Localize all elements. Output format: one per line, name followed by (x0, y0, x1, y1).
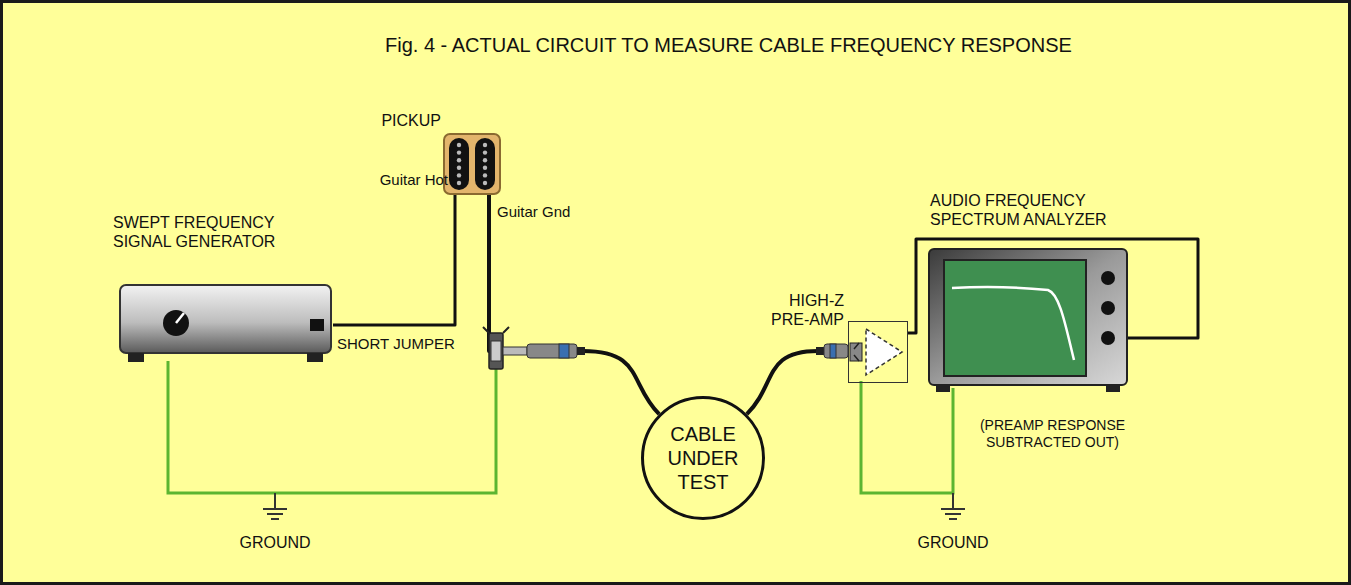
wire-label: Guitar Hot (363, 171, 448, 189)
pole-piece (483, 166, 487, 170)
node-heading: AUDIO FREQUENCY SPECTRUM ANALYZER (930, 191, 1108, 229)
pole-piece (457, 150, 461, 154)
wire-label: Guitar Gnd (497, 203, 587, 221)
ground-wires (168, 361, 953, 493)
node-heading: CABLE UNDER TEST (657, 422, 749, 494)
pole-piece (483, 150, 487, 154)
cable-plug (816, 344, 848, 358)
signal-wire (333, 195, 455, 325)
signal-wire (489, 195, 659, 414)
pole-piece (457, 143, 461, 147)
ground-label: GROUND (225, 533, 325, 552)
figure-title: Fig. 4 - ACTUAL CIRCUIT TO MEASURE CABLE… (385, 33, 1072, 57)
ground-wire (861, 381, 953, 493)
pole-piece (483, 181, 487, 185)
ground-wire (168, 361, 496, 493)
ground-symbol (263, 493, 287, 519)
ground-symbol (941, 493, 965, 519)
ground-label: GROUND (903, 533, 1003, 552)
node-heading: SWEPT FREQUENCY SIGNAL GENERATOR (113, 213, 288, 251)
signal-generator-art (118, 283, 333, 373)
pole-piece (483, 158, 487, 162)
node-heading: PICKUP (381, 111, 441, 130)
spectrum-analyzer-art (928, 248, 1128, 398)
pole-piece (457, 158, 461, 162)
signal-wire (747, 351, 848, 414)
cable-loop: CABLE UNDER TEST (641, 396, 765, 520)
pole-piece (457, 181, 461, 185)
node-heading: HIGH-Z PRE-AMP (768, 291, 844, 329)
pole-piece (483, 143, 487, 147)
spectrum-analyzer: AUDIO FREQUENCY SPECTRUM ANALYZER (928, 248, 1128, 388)
signal-generator: SWEPT FREQUENCY SIGNAL GENERATOR (118, 283, 333, 363)
preamp-box-art (848, 321, 908, 393)
pole-piece (483, 173, 487, 177)
humbucker-pickup-art (443, 133, 501, 205)
wire-label: SHORT JUMPER (337, 335, 487, 353)
note-text: (PREAMP RESPONSE SUBTRACTED OUT) (975, 417, 1130, 451)
pole-piece (457, 166, 461, 170)
humbucker-pickup: PICKUP (443, 133, 501, 195)
cable-plug (503, 344, 585, 358)
pole-piece (457, 173, 461, 177)
preamp-box: HIGH-Z PRE-AMP (848, 321, 908, 383)
